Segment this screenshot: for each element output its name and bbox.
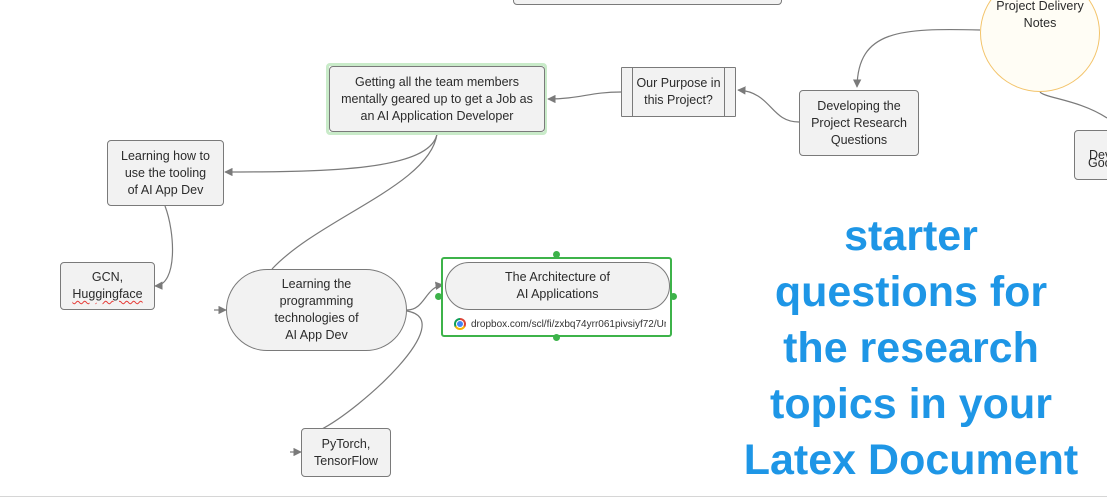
architecture-link-text: dropbox.com/scl/fi/zxbq74yrr061pivsiyf72… bbox=[471, 318, 666, 330]
overlay-line-5: Latex Document bbox=[743, 436, 1079, 484]
gcn-label: GCN, bbox=[91, 270, 124, 284]
connector-notes-to-right bbox=[1039, 91, 1107, 119]
process-bar-left bbox=[632, 68, 633, 116]
team-goal-node[interactable]: Getting all the team members mentally ge… bbox=[329, 66, 545, 132]
developing-questions-node[interactable]: Developing the Project Research Question… bbox=[799, 90, 919, 156]
connector-programming-to-pytorch bbox=[319, 310, 423, 431]
connector-notes-to-questions bbox=[852, 28, 981, 88]
connector-programming-to-architecture bbox=[406, 281, 444, 311]
top-partial-node[interactable] bbox=[513, 0, 782, 5]
overlay-line-4: topics in your bbox=[770, 380, 1052, 428]
partial-right-node[interactable]: Dev bbox=[1074, 130, 1107, 180]
selection-handle-left[interactable] bbox=[435, 293, 442, 300]
team-goal-label: Getting all the team members mentally ge… bbox=[341, 74, 533, 123]
chrome-icon bbox=[454, 318, 466, 330]
architecture-label: The Architecture of AI Applications bbox=[505, 270, 610, 301]
overlay-line-2: questions for bbox=[774, 268, 1048, 316]
aml-notes-label: AML 3304 Project Delivery Notes bbox=[996, 0, 1084, 30]
canvas-bottom-divider bbox=[0, 496, 1107, 497]
connector-goal-to-programming bbox=[271, 133, 438, 270]
connector-questions-to-purpose bbox=[737, 86, 800, 123]
overlay-line-1: starter bbox=[844, 212, 978, 260]
partial-right-label-2: Goo bbox=[1088, 156, 1107, 170]
learning-tooling-label: Learning how to use the tooling of AI Ap… bbox=[121, 148, 210, 197]
pytorch-tensorflow-node[interactable]: PyTorch, TensorFlow bbox=[301, 428, 391, 477]
architecture-link[interactable]: dropbox.com/scl/fi/zxbq74yrr061pivsiyf72… bbox=[454, 317, 666, 331]
our-purpose-node[interactable]: Our Purpose in this Project? bbox=[621, 67, 736, 117]
learning-tooling-node[interactable]: Learning how to use the tooling of AI Ap… bbox=[107, 140, 224, 206]
our-purpose-label: Our Purpose in this Project? bbox=[636, 76, 721, 107]
starter-questions-overlay-text: starter questions for the research topic… bbox=[715, 208, 1107, 488]
selection-handle-right[interactable] bbox=[670, 293, 677, 300]
selection-handle-bottom[interactable] bbox=[553, 334, 560, 341]
selection-handle-top[interactable] bbox=[553, 251, 560, 258]
huggingface-label: Huggingface bbox=[72, 287, 143, 301]
architecture-node[interactable]: The Architecture of AI Applications bbox=[445, 262, 670, 310]
connector-tooling-to-gcn bbox=[154, 205, 174, 290]
developing-questions-label: Developing the Project Research Question… bbox=[811, 98, 907, 147]
overlay-line-3: the research bbox=[783, 324, 1039, 372]
partial-right-label-1: Dev bbox=[1089, 147, 1107, 162]
learning-programming-node[interactable]: Learning the programming technologies of… bbox=[226, 269, 407, 351]
process-bar-right bbox=[724, 68, 725, 116]
learning-programming-label: Learning the programming technologies of… bbox=[274, 277, 359, 342]
connector-purpose-to-goal bbox=[547, 91, 622, 104]
pytorch-label: PyTorch, TensorFlow bbox=[314, 436, 378, 468]
aml-notes-node[interactable]: AML 3304 Project Delivery Notes bbox=[980, 0, 1100, 92]
team-goal-highlight bbox=[326, 63, 547, 135]
gcn-huggingface-node[interactable]: GCN, Huggingface bbox=[60, 262, 155, 310]
connector-goal-to-tooling bbox=[224, 133, 438, 177]
